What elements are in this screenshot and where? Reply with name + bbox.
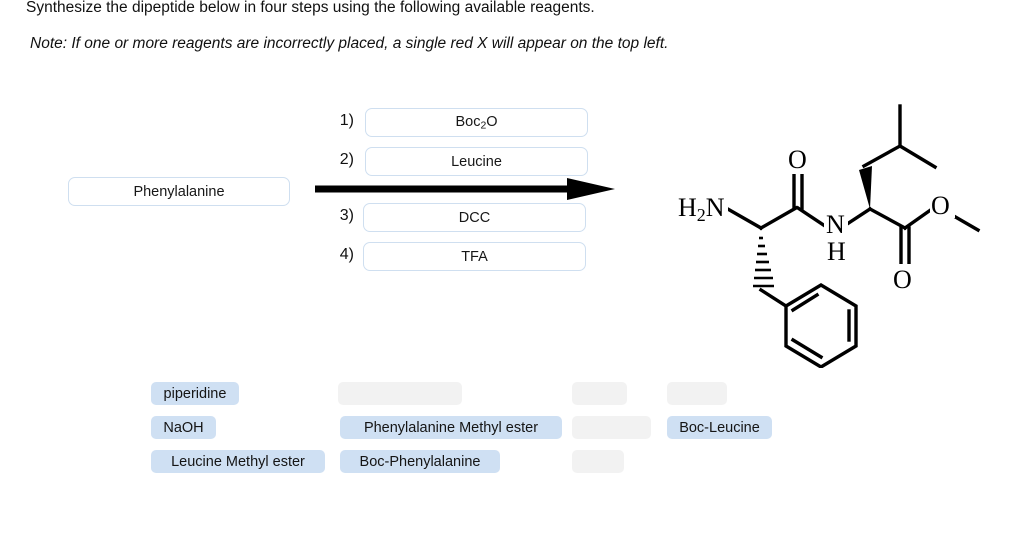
step-number-4: 4) [339,246,354,263]
reagent-chip-boc-leucine[interactable]: Boc-Leucine [667,416,772,439]
reagent-chip-phenylalanine-methyl-ester[interactable]: Phenylalanine Methyl ester [340,416,562,439]
reagent-chip-empty-5[interactable] [667,382,727,405]
right-arrow-icon [315,178,615,200]
atom-label-amide-nitrogen: N [826,210,845,239]
note-text: Note: If one or more reagents are incorr… [30,35,669,52]
reagent-slot-step-1[interactable]: Boc2O [365,108,588,137]
stereo-wedge-bold [859,166,872,209]
starting-material-slot[interactable]: Phenylalanine [68,177,290,206]
reagent-chip-empty-1[interactable] [338,382,462,405]
step-number-2: 2) [339,151,354,168]
reagent-tray: piperidine NaOH Leucine Methyl ester Phe… [0,372,1024,492]
reagent-slot-step-3[interactable]: DCC [363,203,586,232]
reagent-chip-naoh[interactable]: NaOH [151,416,216,439]
stereo-wedge-hashed [753,236,774,288]
reagent-slot-step-4[interactable]: TFA [363,242,586,271]
dipeptide-structure: H2N O N H O O [676,104,981,368]
atom-label-ester-carbonyl-oxygen: O [893,265,912,294]
atom-label-amine: H2N [678,193,725,225]
atom-label-ester-oxygen: O [931,191,950,220]
reagent-chip-leucine-methyl-ester[interactable]: Leucine Methyl ester [151,450,325,473]
reagent-chip-empty-3[interactable] [572,416,651,439]
atom-label-amide-hydrogen: H [827,237,846,266]
reagent-chip-piperidine[interactable]: piperidine [151,382,239,405]
reagent-chip-empty-2[interactable] [572,382,627,405]
reagent-slot-1-label: Boc2O [455,113,498,132]
step-number-1: 1) [339,112,354,129]
reagent-slot-step-2[interactable]: Leucine [365,147,588,176]
instruction-text: Synthesize the dipeptide below in four s… [26,0,595,16]
reagent-chip-boc-phenylalanine[interactable]: Boc-Phenylalanine [340,450,500,473]
step-number-3: 3) [339,207,354,224]
reaction-scheme: Phenylalanine 1) Boc2O 2) Leucine 3) DCC… [0,0,660,300]
reagent-chip-empty-4[interactable] [572,450,624,473]
atom-label-amide-oxygen: O [788,145,807,174]
